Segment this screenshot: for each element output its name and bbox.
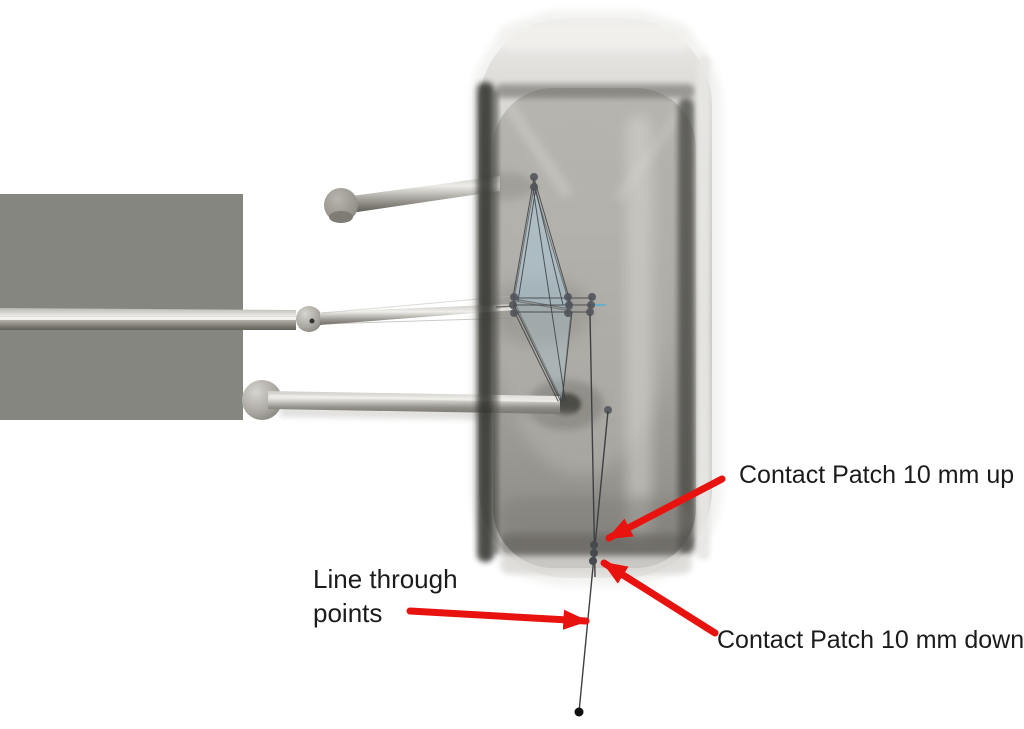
upper-arm-rod xyxy=(344,176,500,214)
arrow-contact-patch-down xyxy=(600,559,719,637)
lower-arm-ball-end xyxy=(242,380,282,420)
chassis-block xyxy=(0,194,243,420)
tire-right-dark-band xyxy=(678,98,694,553)
arrow-contact-patch-up xyxy=(605,475,726,542)
tie-rod-balljoint xyxy=(296,306,322,332)
camber-line xyxy=(589,313,596,578)
tire-funnel-streak-left xyxy=(499,96,574,199)
tie-rod xyxy=(0,295,517,332)
sketch-lines xyxy=(512,177,593,402)
annotation-label-line-through-points: Line through points xyxy=(313,564,458,629)
annotation-arrows xyxy=(406,475,726,637)
construction-lines xyxy=(574,313,609,717)
tie-rod-balljoint-pin xyxy=(309,318,315,324)
upper-arm-endcap-lip xyxy=(329,211,353,223)
lower-arm-highlight xyxy=(269,394,559,403)
contact-patch-down-point xyxy=(589,557,597,565)
tire-right-outer-light xyxy=(697,55,710,560)
upper-arm-rod-inner xyxy=(500,178,538,191)
chassis-rect xyxy=(0,194,243,420)
tire-left-inner-band xyxy=(492,92,499,554)
annotation-label-contact-patch-down: Contact Patch 10 mm down xyxy=(717,626,1024,654)
upper-control-arm xyxy=(324,176,538,223)
tie-rod-link xyxy=(320,304,514,325)
arrow-line-through-points xyxy=(406,607,590,630)
contact-patch-up-point xyxy=(590,541,598,549)
tire-bottom-mid-shadow xyxy=(500,498,692,540)
lower-arm-shadow xyxy=(280,407,574,421)
annotation-label-contact-patch-up: Contact Patch 10 mm up xyxy=(739,461,1015,489)
sketch-triangle-lower xyxy=(513,300,572,403)
tire-left-dark-band xyxy=(477,82,494,562)
tire-right-inner-light xyxy=(626,115,652,540)
contact-patch-points xyxy=(589,541,598,565)
suspension-sketch xyxy=(509,173,612,414)
tire-top-inner-shadow xyxy=(495,84,695,98)
line-end-point xyxy=(574,707,584,717)
sketch-points xyxy=(509,173,612,414)
tire-top-light xyxy=(498,24,692,50)
contact-patch-point xyxy=(590,549,598,557)
tie-rod-highlight xyxy=(0,317,296,320)
tire-bottom-outer-light xyxy=(500,556,692,574)
